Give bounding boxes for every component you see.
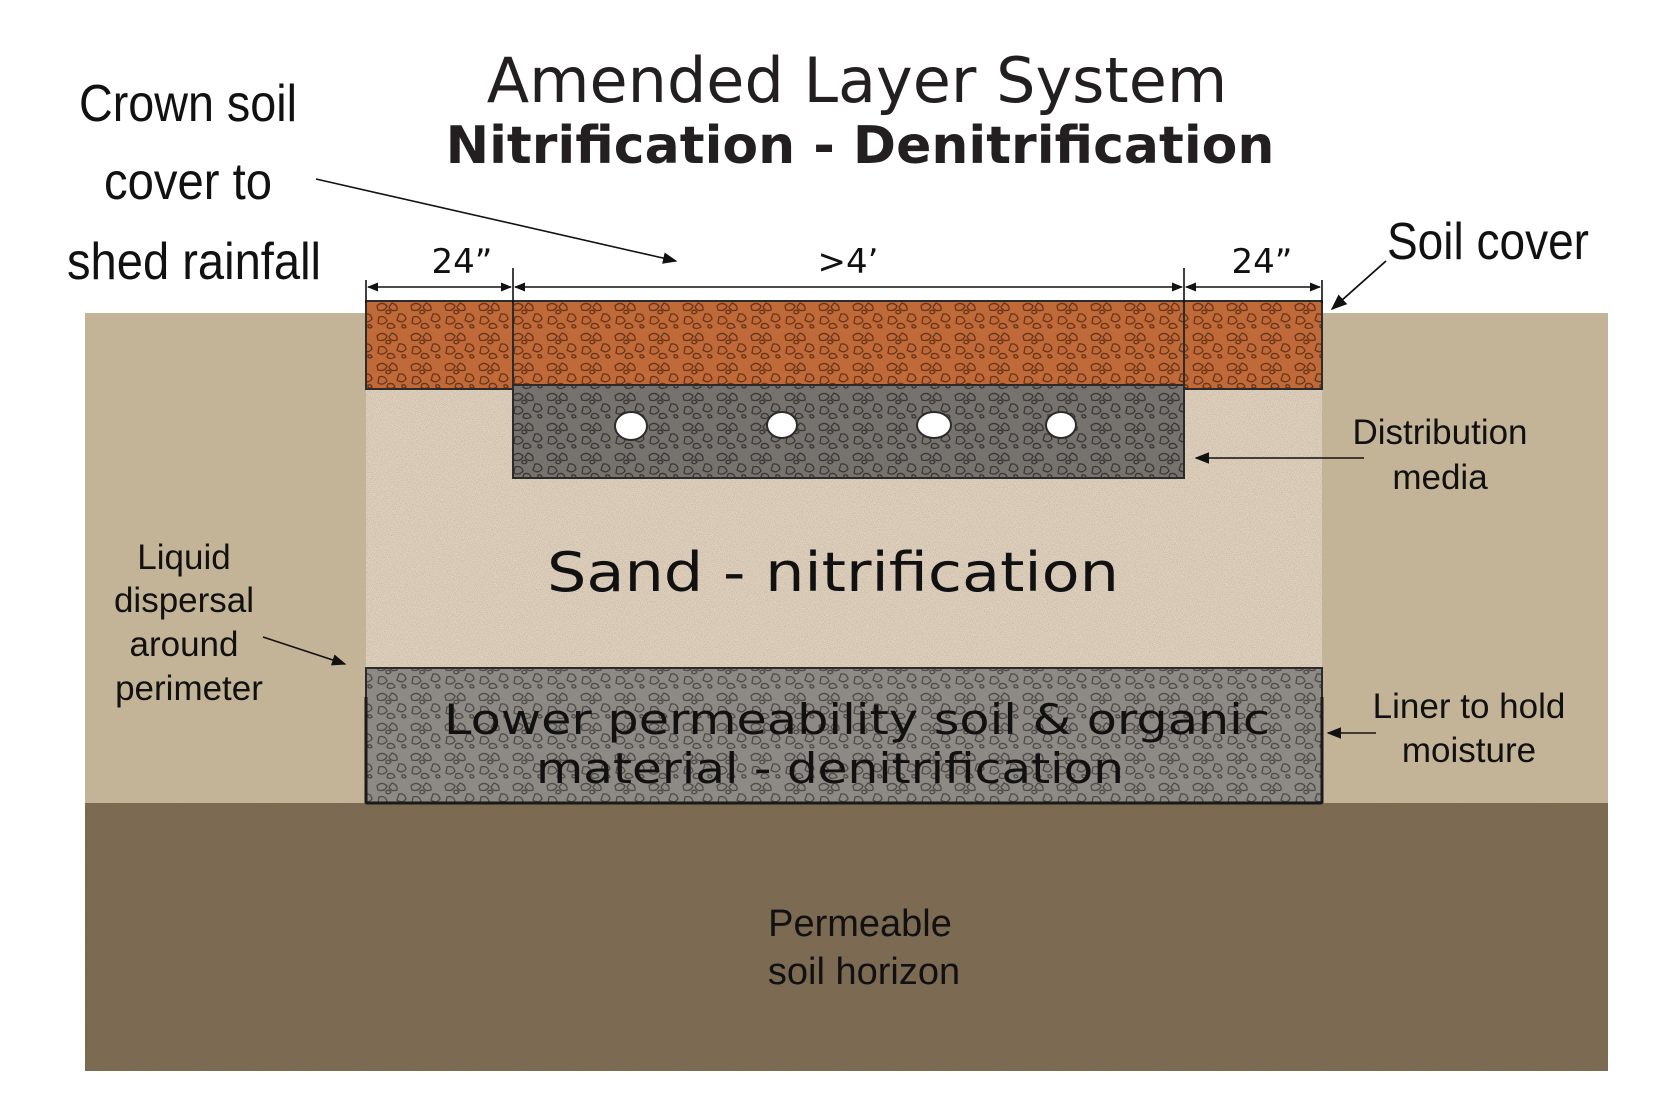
soil-cover-right (1183, 300, 1323, 390)
lower-layer-label-line-2: material - denitrification (536, 744, 1124, 793)
lower-permeability-layer (365, 667, 1323, 804)
soil-cover-left (365, 300, 514, 390)
liner-callout-line-2: moisture (1402, 731, 1536, 770)
soil-cover-arrow (1330, 260, 1387, 311)
crown-callout-line-1: Crown soil (79, 75, 297, 133)
liquid-callout-arrow (262, 636, 347, 666)
sand-layer-label: Sand - nitrification (547, 541, 1119, 604)
distribution-media (512, 384, 1185, 479)
distribution-callout-line-1: Distribution (1352, 413, 1527, 452)
dim-label-left: 24” (432, 242, 493, 282)
dim-label-center: >4’ (818, 242, 879, 282)
liner-callout: Liner to hold moisture (1326, 687, 1566, 770)
dimension-lines (365, 268, 1323, 303)
distribution-pipes (614, 411, 1077, 441)
distribution-callout-line-2: media (1392, 458, 1488, 497)
liquid-callout-line-3: around (130, 625, 239, 664)
distribution-media-callout: Distribution media (1194, 413, 1528, 497)
crown-soil-callout: Crown soil cover to shed rainfall (67, 75, 678, 291)
soil-cover-callout: Soil cover (1330, 213, 1589, 311)
liquid-dispersal-callout: Liquid dispersal around perimeter (114, 538, 347, 708)
liner-callout-line-1: Liner to hold (1373, 687, 1566, 726)
liquid-callout-line-1: Liquid (137, 538, 230, 577)
soil-cover-label: Soil cover (1387, 213, 1589, 271)
pipe-hole-2 (766, 411, 798, 439)
crown-callout-line-3: shed rainfall (67, 233, 321, 291)
diagram-subtitle: Nitrification - Denitrification (446, 116, 1275, 176)
crown-callout-arrow (315, 178, 678, 264)
soil-cover-center (512, 300, 1185, 386)
pipe-hole-1 (614, 411, 648, 441)
permeable-soil-layer (85, 803, 1608, 1071)
liquid-callout-line-2: dispersal (114, 581, 254, 620)
pipe-hole-3 (916, 411, 952, 439)
crown-callout-line-2: cover to (104, 153, 272, 211)
diagram-title: Amended Layer System (487, 44, 1228, 117)
dim-label-right: 24” (1232, 242, 1293, 282)
pipe-hole-4 (1045, 411, 1077, 439)
lower-layer-label-line-1: Lower permeability soil & organic (444, 695, 1270, 744)
permeable-label-line-1: Permeable (768, 903, 952, 945)
permeable-label-line-2: soil horizon (768, 951, 960, 993)
liquid-callout-line-4: perimeter (115, 669, 263, 708)
